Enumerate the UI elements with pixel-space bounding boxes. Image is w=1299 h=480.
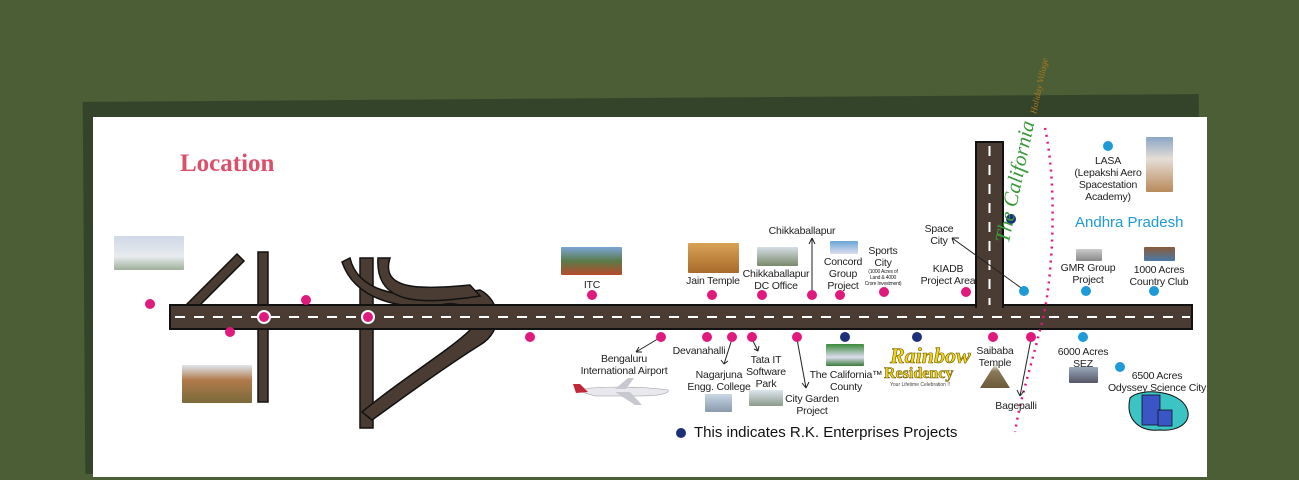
rainbow-logo-tagline: Your Lifetime Celebration !! bbox=[890, 382, 951, 388]
pink-dots bbox=[145, 287, 1036, 342]
california-county-image bbox=[826, 344, 864, 366]
lasa-image bbox=[1146, 137, 1173, 192]
nagarjuna-image bbox=[705, 394, 732, 412]
label-devanahalli: Devanahalli bbox=[672, 345, 726, 357]
itc-image bbox=[561, 247, 622, 275]
tata-image bbox=[749, 390, 783, 406]
gmr-image bbox=[1076, 249, 1102, 261]
label-line: SEZ bbox=[1073, 358, 1093, 370]
label-line: Saibaba bbox=[976, 345, 1014, 357]
label-note: (1000 Acres of bbox=[868, 269, 898, 275]
label-note: Crore Investment) bbox=[864, 281, 902, 287]
vidhana-soudha-image bbox=[114, 236, 184, 270]
label-line: Concord bbox=[823, 256, 863, 268]
rainbow-logo-line1: Rainbow bbox=[890, 343, 971, 368]
label-line: City Garden bbox=[785, 393, 839, 405]
label-note: Land & 4000 bbox=[869, 275, 897, 281]
label-line: Bengaluru bbox=[600, 353, 648, 365]
label-line: Chikkaballapur bbox=[742, 268, 810, 280]
label-line: 6500 Acres bbox=[1131, 370, 1183, 382]
odyssey-building-icon bbox=[1128, 391, 1189, 431]
label-line: International Airport bbox=[580, 365, 668, 377]
legend: This indicates R.K. Enterprises Projects bbox=[676, 424, 957, 441]
label-line: Engg. College bbox=[687, 381, 751, 393]
region-label-andhra-pradesh: Andhra Pradesh bbox=[1075, 214, 1184, 231]
rk-project-dot-icon bbox=[676, 427, 686, 438]
main-road bbox=[169, 304, 1193, 330]
blue-dots bbox=[1019, 141, 1159, 372]
label-line: KIADB bbox=[932, 263, 964, 275]
airplane-icon bbox=[573, 378, 669, 405]
label-line: Tata IT bbox=[750, 354, 782, 366]
label-line: Spacestation bbox=[1078, 179, 1138, 191]
label-line: Space bbox=[924, 223, 954, 235]
label-line: County bbox=[829, 381, 863, 393]
label-line: Country Club bbox=[1129, 276, 1189, 288]
label-line: DC Office bbox=[754, 280, 798, 292]
palace-image bbox=[182, 365, 252, 403]
label-line: Academy) bbox=[1085, 191, 1131, 203]
label-line: (Lepakshi Aero bbox=[1074, 167, 1142, 179]
map-card bbox=[93, 117, 1207, 477]
label-bagepalli: Bagepalli bbox=[995, 400, 1037, 412]
label-line: Project bbox=[827, 280, 859, 292]
label-line: GMR Group bbox=[1060, 262, 1116, 274]
label-line: Temple bbox=[978, 357, 1012, 369]
dc-office-image bbox=[757, 247, 798, 266]
label-line: City bbox=[874, 257, 892, 269]
rainbow-residency-logo: Rainbow Residency Your Lifetime Celebrat… bbox=[878, 343, 978, 388]
page-title: Location bbox=[180, 150, 275, 177]
label-line: The California™ bbox=[809, 369, 883, 381]
label-jain-temple: Jain Temple bbox=[686, 275, 740, 287]
sez-image bbox=[1069, 367, 1098, 383]
label-line: 6000 Acres bbox=[1057, 346, 1109, 358]
label-line: Project bbox=[1072, 274, 1104, 286]
legend-text: This indicates R.K. Enterprises Projects bbox=[694, 424, 958, 441]
jain-temple-image bbox=[688, 243, 739, 273]
label-line: Odyssey Science City bbox=[1107, 382, 1207, 394]
label-line: LASA bbox=[1094, 155, 1122, 167]
label-line: Group bbox=[828, 268, 858, 280]
label-line: Project bbox=[796, 405, 828, 417]
rk-project-dots bbox=[840, 214, 1016, 342]
label-line: City bbox=[930, 235, 948, 247]
label-line: Park bbox=[755, 378, 777, 390]
label-itc: ITC bbox=[583, 279, 601, 291]
label-line: Project Area bbox=[920, 275, 976, 287]
label-line: 1000 Acres bbox=[1133, 264, 1185, 276]
label-chikkaballapur: Chikkaballapur bbox=[768, 225, 836, 237]
label-line: Nagarjuna bbox=[695, 369, 743, 381]
country-club-image bbox=[1144, 247, 1175, 261]
label-line: Software bbox=[746, 366, 786, 378]
state-border bbox=[1013, 127, 1054, 433]
rainbow-logo-line2: Residency bbox=[884, 365, 954, 382]
concord-image bbox=[830, 241, 858, 254]
label-line: Sports bbox=[868, 245, 898, 257]
